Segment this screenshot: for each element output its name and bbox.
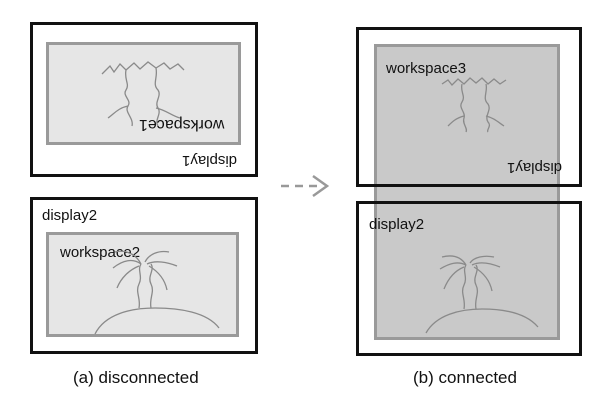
workspace2-frame — [46, 232, 239, 337]
display2-frame-b — [356, 201, 582, 356]
display2-label-a: display2 — [42, 207, 98, 224]
inverted-palm-tree-sketch-b — [441, 77, 507, 133]
caption-a: (a) disconnected — [73, 368, 199, 387]
workspace1-label: workspace1 — [139, 116, 225, 133]
display1-label-b: display1 — [507, 159, 563, 176]
caption-b: (b) connected — [413, 368, 517, 387]
display1-frame-b — [356, 27, 582, 187]
workspace2-label: workspace2 — [60, 244, 141, 261]
workspace1-frame — [46, 42, 241, 145]
dashed-arrow-right-icon — [281, 174, 330, 198]
workspace3-frame — [374, 44, 560, 340]
inverted-palm-tree-sketch-a — [101, 61, 185, 127]
display1-label-a: display1 — [182, 152, 238, 169]
palm-tree-island-sketch-a — [94, 250, 220, 335]
workspace3-label: workspace3 — [386, 60, 467, 77]
palm-tree-island-sketch-b — [425, 255, 539, 334]
display2-label-b: display2 — [369, 216, 425, 233]
